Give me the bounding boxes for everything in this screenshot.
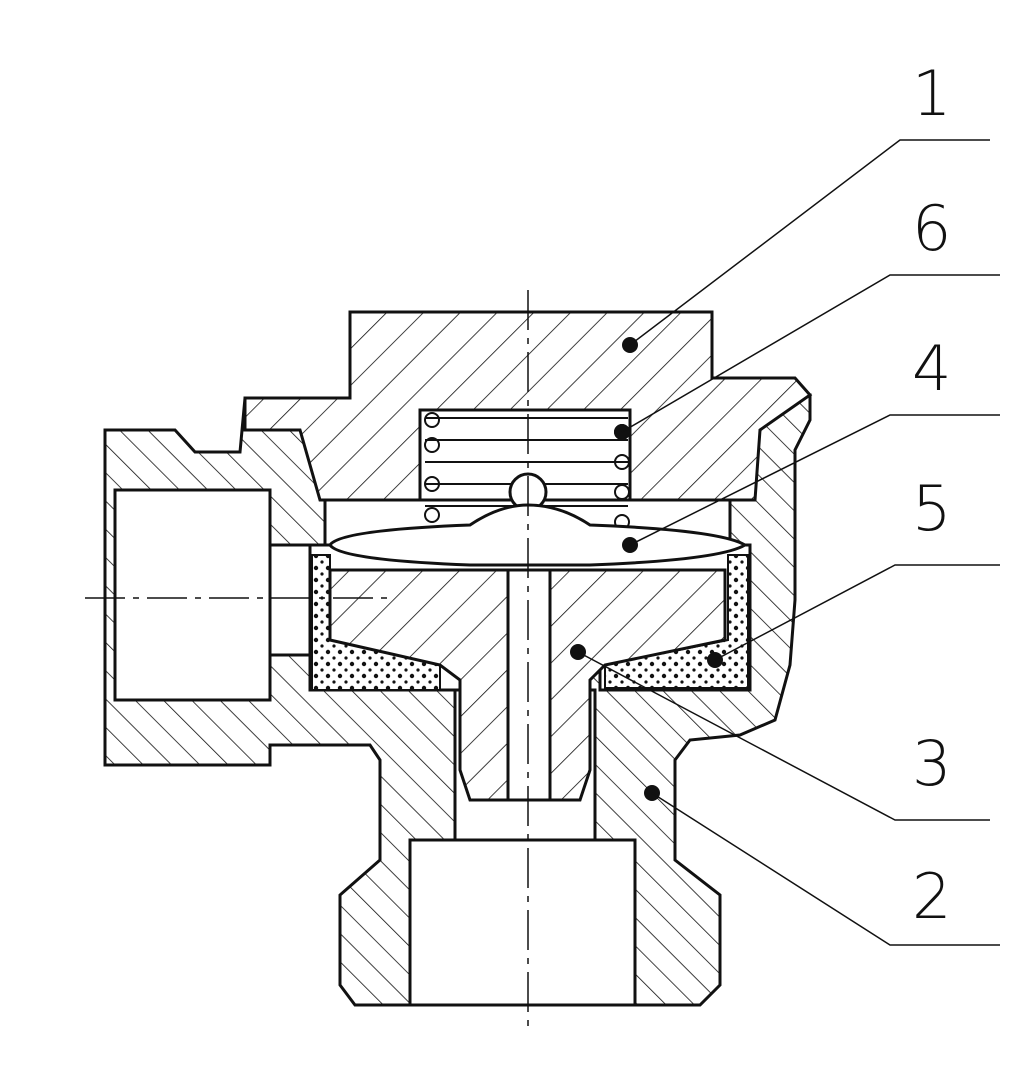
callout-label: 3 <box>912 727 951 800</box>
callout-label: 2 <box>912 860 951 933</box>
callout-1: 1 <box>622 57 990 353</box>
callout-2: 2 <box>644 785 1000 946</box>
callout-label: 1 <box>912 57 951 130</box>
callout-4: 4 <box>622 332 1000 553</box>
bimetal-disc <box>328 503 748 567</box>
callout-label: 4 <box>912 332 951 405</box>
callout-label: 5 <box>912 472 951 545</box>
callout-5: 5 <box>707 472 1000 668</box>
callout-label: 6 <box>912 192 951 265</box>
callout-6: 6 <box>614 192 1000 440</box>
callout-3: 3 <box>570 644 990 821</box>
